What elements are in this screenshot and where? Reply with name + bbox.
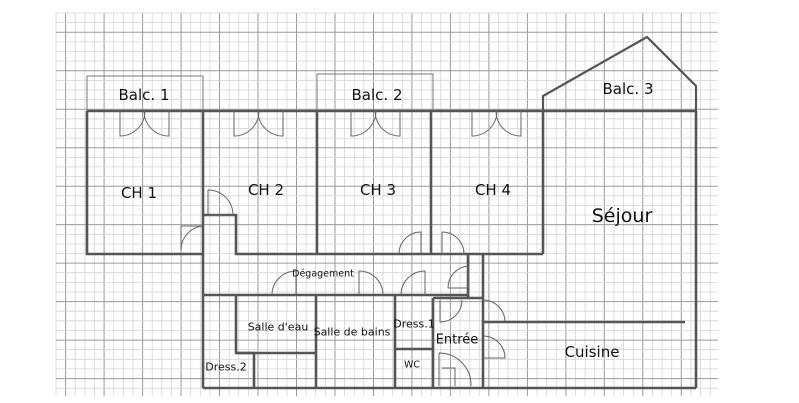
room-label-dress2: Dress.2: [205, 360, 247, 374]
balconies: [86, 73, 434, 111]
room-label-entree: Entrée: [435, 332, 479, 348]
walls: [85, 109, 698, 390]
room-label-ch1: CH 1: [120, 184, 158, 202]
room-label-ch2: CH 2: [247, 181, 285, 199]
room-label-balc1: Balc. 1: [118, 86, 170, 104]
room-label-degagement: Dégagement: [292, 268, 354, 280]
window-ch4: [471, 110, 522, 137]
room-label-cuisine: Cuisine: [564, 343, 620, 361]
window-ch1: [119, 110, 170, 137]
room-label-ch4: CH 4: [474, 181, 512, 199]
balcony-2-outline: [316, 73, 434, 111]
doors: [119, 110, 522, 387]
window-ch3: [350, 110, 401, 137]
room-label-dress1: Dress.1: [393, 317, 435, 331]
room-label-wc: WC: [403, 359, 421, 371]
room-label-salle-bains: Salle de bains: [313, 325, 391, 339]
window-ch2: [233, 110, 284, 137]
balcony-3-outline: [541, 35, 698, 111]
room-label-balc3: Balc. 3: [602, 80, 654, 98]
room-label-sejour: Séjour: [591, 205, 653, 227]
room-label-balc2: Balc. 2: [351, 86, 403, 104]
room-label-salle-eau: Salle d'eau: [247, 320, 309, 334]
balcony-1-outline: [86, 75, 204, 111]
room-label-ch3: CH 3: [359, 181, 397, 199]
grid: [55, 12, 718, 396]
